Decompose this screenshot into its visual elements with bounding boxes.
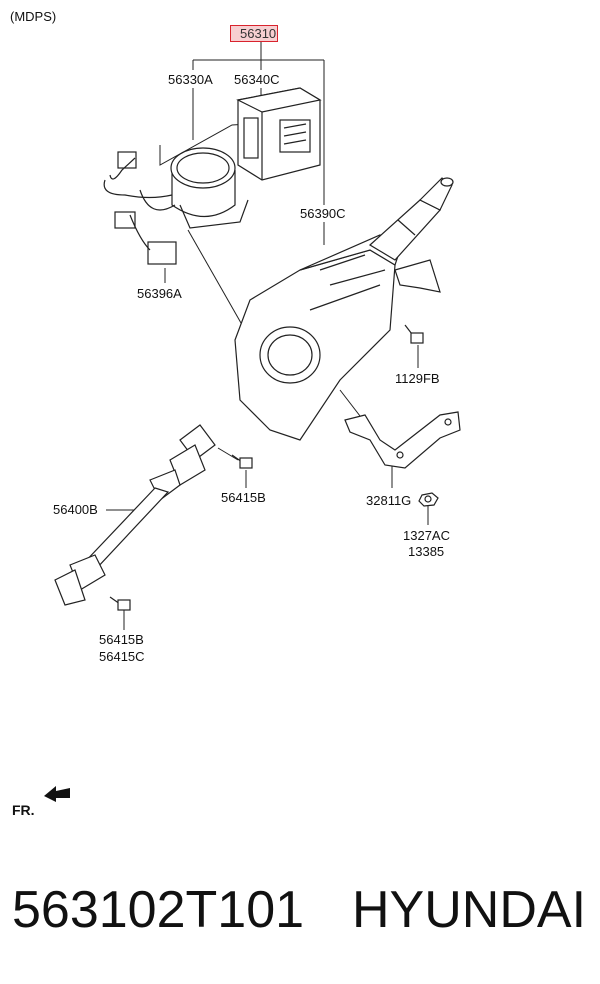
callout-56396a[interactable]: 56396A (137, 286, 182, 301)
column-body (234, 234, 401, 441)
ecu-module (236, 87, 322, 181)
highlighted-part-box[interactable]: 56310 (230, 25, 278, 42)
callout-56330a[interactable]: 56330A (168, 72, 213, 87)
callout-13385[interactable]: 13385 (408, 544, 445, 559)
intermediate-shaft (54, 424, 216, 606)
footer-part-code: 563102T101 (12, 881, 305, 939)
motor-assembly (170, 147, 249, 229)
callout-56340c[interactable]: 56340C (234, 72, 280, 87)
mount-bracket-right (394, 259, 441, 293)
diagram-title: (MDPS) (10, 9, 57, 24)
front-direction-label: FR. (12, 802, 35, 818)
wire-harness (103, 151, 177, 265)
callout-1327ac[interactable]: 1327AC (403, 528, 450, 543)
callout-56415b-low[interactable]: 56415B (99, 632, 144, 647)
callout-1129fb[interactable]: 1129FB (395, 371, 440, 386)
bolt-56415b-low (109, 596, 131, 611)
highlighted-part-number: 56310 (240, 26, 277, 41)
callout-56415c[interactable]: 56415C (99, 649, 145, 664)
front-arrow-icon (44, 786, 70, 802)
callout-56415b-mid[interactable]: 56415B (221, 490, 266, 505)
upper-shaft (368, 177, 454, 261)
callout-56400b[interactable]: 56400B (53, 502, 98, 517)
bolt-56415b-mid (231, 454, 253, 469)
footer-brand: HYUNDAI (352, 881, 587, 939)
bolt-1129fb (404, 324, 424, 344)
callout-56390c[interactable]: 56390C (300, 206, 346, 221)
nut-1327ac (418, 492, 439, 507)
callout-32811g[interactable]: 32811G (366, 493, 412, 508)
bracket-32811g (344, 411, 461, 469)
